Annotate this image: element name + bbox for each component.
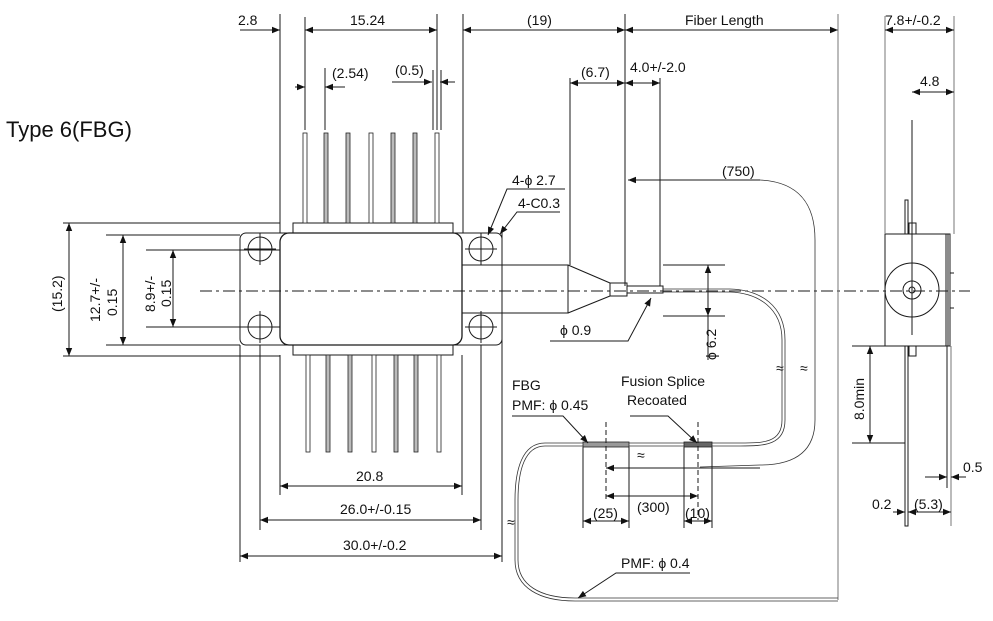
boot-cone — [567, 264, 611, 314]
dim-fiber-diameter: ϕ 0.9 — [560, 322, 591, 338]
dim-flange-height-1: 12.7+/- — [87, 278, 103, 322]
mounting-hole — [465, 311, 497, 343]
dim-flange-height-2: 0.15 — [104, 289, 120, 316]
dim-pin-offset: 2.8 — [238, 12, 258, 28]
drawing-title: Type 6(FBG) — [6, 117, 132, 142]
dim-splice-length: (10) — [685, 505, 710, 521]
dim-hole: 4-ϕ 2.7 — [512, 172, 556, 188]
snout — [461, 264, 569, 314]
dim-base-thickness: 0.2 — [872, 496, 892, 512]
pins-bottom — [305, 354, 442, 453]
dim-body-height-2: 0.15 — [158, 280, 174, 307]
dim-fbg-to-splice: (300) — [637, 499, 670, 515]
hole-leaders — [487, 188, 565, 236]
fiber-jacket — [626, 285, 664, 294]
fbg-label: FBG — [512, 377, 541, 393]
dim-overall-width: 30.0+/-0.2 — [343, 537, 407, 553]
dim-snout-length: (19) — [527, 12, 552, 28]
boot-tip — [609, 282, 628, 297]
fbg-pmf-label: PMF: ϕ 0.45 — [512, 397, 589, 413]
dim-axis-depth: 4.8 — [920, 73, 940, 89]
dim-overall-depth: 7.8+/-0.2 — [885, 12, 941, 28]
side-view — [852, 16, 966, 527]
left-dimensions — [63, 222, 280, 357]
dim-fiber-strip: 4.0+/-2.0 — [630, 59, 686, 75]
dim-hole-spacing: 26.0+/-0.15 — [340, 501, 411, 517]
splice-label: Fusion Splice — [621, 373, 705, 389]
dim-fbg-length: (25) — [593, 505, 618, 521]
break-symbol: ≈ — [800, 360, 808, 376]
lead-frame-top — [292, 222, 454, 234]
dim-pin-length: 8.0min — [851, 378, 867, 420]
fiber-dimensions — [512, 415, 760, 528]
dim-pin-offset-side: (5.3) — [914, 496, 943, 512]
dim-body-width: 20.8 — [356, 468, 383, 484]
splice-recoated-label: Recoated — [627, 392, 687, 408]
lead-frame-bottom — [292, 344, 454, 356]
bottom-dimensions — [239, 345, 503, 562]
break-symbol: ≈ — [637, 447, 645, 463]
pins-top — [302, 132, 440, 224]
side-lid — [945, 233, 951, 347]
mounting-hole — [244, 233, 276, 265]
dim-pin-span: 15.24 — [350, 12, 385, 28]
dim-loop-length: (750) — [722, 163, 755, 179]
dim-pin-width: (0.5) — [395, 62, 424, 78]
dim-body-height-1: 8.9+/- — [142, 275, 158, 312]
mounting-hole — [465, 233, 497, 265]
package-body — [279, 232, 463, 346]
dim-fiber-length: Fiber Length — [685, 12, 764, 28]
pmf-label: PMF: ϕ 0.4 — [621, 555, 690, 571]
butterfly-package — [239, 132, 664, 453]
dim-boot-length: (6.7) — [581, 64, 610, 80]
dim-boot-diameter: ϕ 6.2 — [703, 329, 719, 360]
pigtail-fiber — [514, 288, 838, 602]
dim-pin-pitch: (2.54) — [332, 65, 369, 81]
dim-pin-thickness: 0.5 — [963, 459, 983, 475]
dim-chamfer: 4-C0.3 — [518, 195, 560, 211]
break-symbol: ≈ — [776, 360, 784, 376]
fiber-loop-750 — [699, 179, 816, 468]
break-symbol: ≈ — [507, 514, 515, 530]
top-dimensions — [240, 14, 839, 600]
dim-overall-height: (15.2) — [49, 275, 65, 312]
